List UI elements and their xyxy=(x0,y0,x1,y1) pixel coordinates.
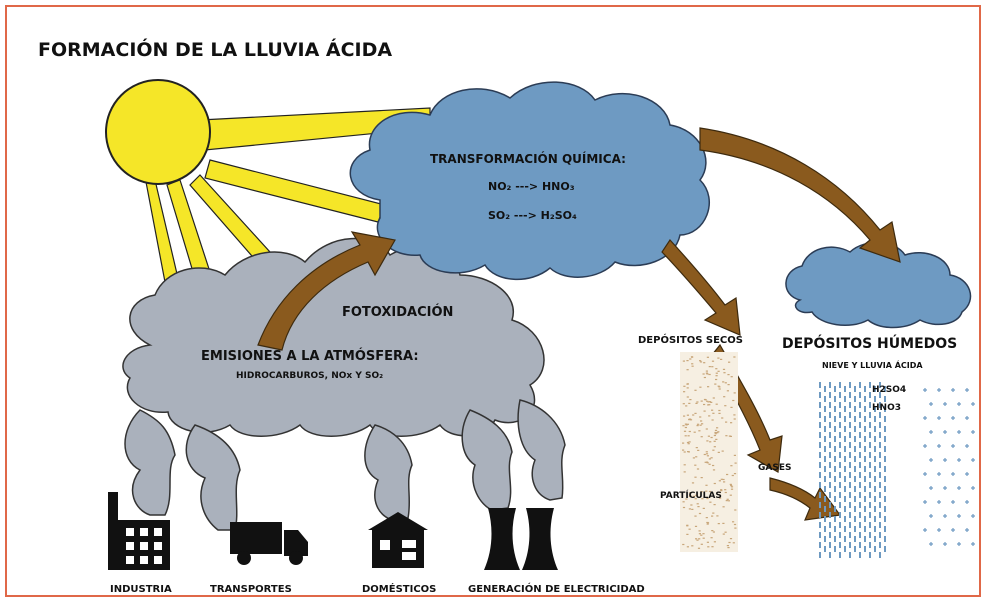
photo-oxidation-arrow xyxy=(257,231,396,351)
photo-oxidation-label: FOTOXIDACIÓN xyxy=(342,304,453,320)
emissions-heading: EMISIONES A LA ATMÓSFERA: xyxy=(201,348,419,364)
sun-icon xyxy=(105,79,211,185)
to-wet-ground-arrow xyxy=(769,477,842,521)
acid-rain-lines xyxy=(819,382,886,558)
emissions-smoke-cloud xyxy=(122,237,566,531)
wet-deposits-subtitle: NIEVE Y LLUVIA ÁCIDA xyxy=(822,359,923,370)
source-domestic-label: DOMÉSTICOS xyxy=(362,582,436,595)
gases-label: GASES xyxy=(758,463,791,473)
acid-h2so4: H2SO4 xyxy=(872,385,906,395)
page-frame xyxy=(5,5,981,597)
truck-icon xyxy=(230,522,308,565)
diagram-title: FORMACIÓN DE LA LLUVIA ÁCIDA xyxy=(38,37,392,61)
transformation-cloud xyxy=(349,81,710,280)
dry-particles-area xyxy=(680,352,738,552)
wet-deposits-heading: DEPÓSITOS HÚMEDOS xyxy=(782,334,957,352)
reaction-so2: SO₂ ---> H₂SO₄ xyxy=(488,209,577,222)
emissions-subtitle: HIDROCARBUROS, NOx Y SO₂ xyxy=(236,371,383,381)
to-dry-deposits-arrow xyxy=(661,239,741,336)
snow-crosses xyxy=(923,388,975,546)
source-industry-label: INDUSTRIA xyxy=(110,584,172,595)
wet-deposits-cloud xyxy=(785,241,972,329)
to-wet-deposits-arrow xyxy=(699,127,901,263)
dry-deposits-heading: DEPÓSITOS SECOS xyxy=(638,333,743,346)
reaction-no2: NO₂ ---> HNO₃ xyxy=(488,180,575,193)
power-plant-icon xyxy=(484,508,558,570)
house-icon xyxy=(368,512,428,568)
source-electricity-label: GENERACIÓN DE ELECTRICIDAD xyxy=(468,582,645,595)
factory-icon xyxy=(108,492,170,570)
transformation-heading: TRANSFORMACIÓN QUÍMICA: xyxy=(430,151,626,166)
particles-label: PARTÍCULAS xyxy=(660,489,722,501)
source-transport-label: TRANSPORTES xyxy=(210,584,292,595)
acid-hno3: HNO3 xyxy=(872,403,901,413)
